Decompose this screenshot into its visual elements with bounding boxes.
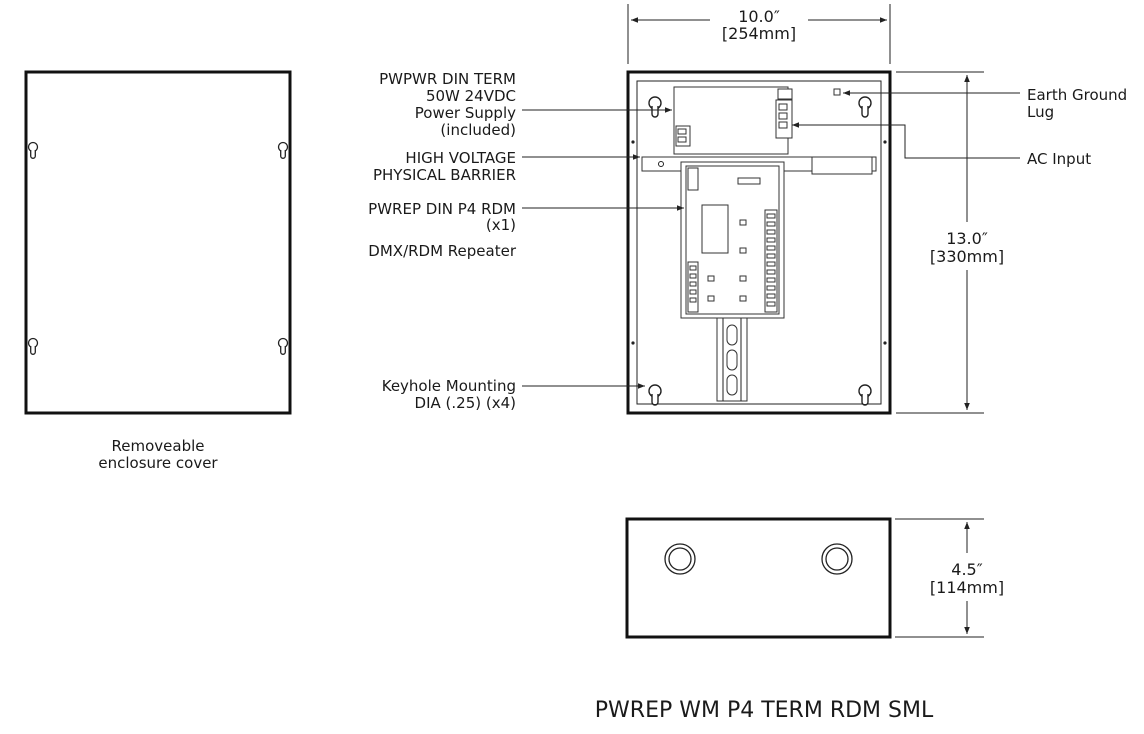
keyhole-label-line2: DIA (.25) (x4) [415,394,516,412]
depth-dimension-inches: 4.5″ [951,560,982,579]
width-dimension-inches: 10.0″ [738,7,780,26]
earth-ground-label-line2: Lug [1027,103,1054,121]
barrier-label-line1: HIGH VOLTAGE [405,149,516,167]
enclosure-front-view [626,70,892,415]
keyhole-mount-icon [648,96,662,118]
depth-dimension [895,518,984,638]
keyhole-label-line1: Keyhole Mounting [382,377,516,395]
enclosure-cover [24,70,292,415]
cover-outline [24,70,292,415]
repeater-label-line1: PWREP DIN P4 RDM [368,200,516,218]
cover-keyhole-icon [27,141,39,159]
width-dimension-mm: [254mm] [722,24,796,43]
keyhole-mount-icon [858,384,872,406]
ac-input-label: AC Input [1027,150,1091,168]
repeater-display [701,204,729,254]
repeater-label-line2: (x1) [486,216,516,234]
drawing-title: PWREP WM P4 TERM RDM SML [595,698,934,723]
depth-dimension-mm: [114mm] [930,578,1004,597]
cover-keyhole-icon [27,337,39,355]
cover-keyhole-icon [277,337,289,355]
keyhole-mount-icon [648,384,662,406]
repeater-description: DMX/RDM Repeater [368,242,517,260]
cover-caption-line2: enclosure cover [98,454,218,472]
earth-ground-label-line1: Earth Ground [1027,86,1127,104]
keyhole-mount-icon [858,96,872,118]
height-dimension-inches: 13.0″ [946,229,988,248]
power-supply-label-line1: PWPWR DIN TERM [379,70,516,88]
earth-ground-lug [833,88,841,96]
enclosure-outline [626,70,892,415]
height-dimension [896,71,984,414]
cover-keyhole-icon [277,141,289,159]
cover-caption-line1: Removeable [112,437,205,455]
barrier-label-line2: PHYSICAL BARRIER [373,166,516,184]
power-supply-label-line3: Power Supply [415,104,516,122]
power-supply-label-line4: (included) [440,121,516,139]
bottom-outline [625,517,892,639]
power-supply-label-line2: 50W 24VDC [426,87,516,105]
height-dimension-mm: [330mm] [930,247,1004,266]
width-dimension [627,4,891,64]
enclosure-bottom-view [625,517,892,639]
repeater-module [680,161,785,319]
enclosure-inner-wall [636,80,882,405]
ac-input-leader [792,122,1020,159]
power-supply [673,86,793,155]
